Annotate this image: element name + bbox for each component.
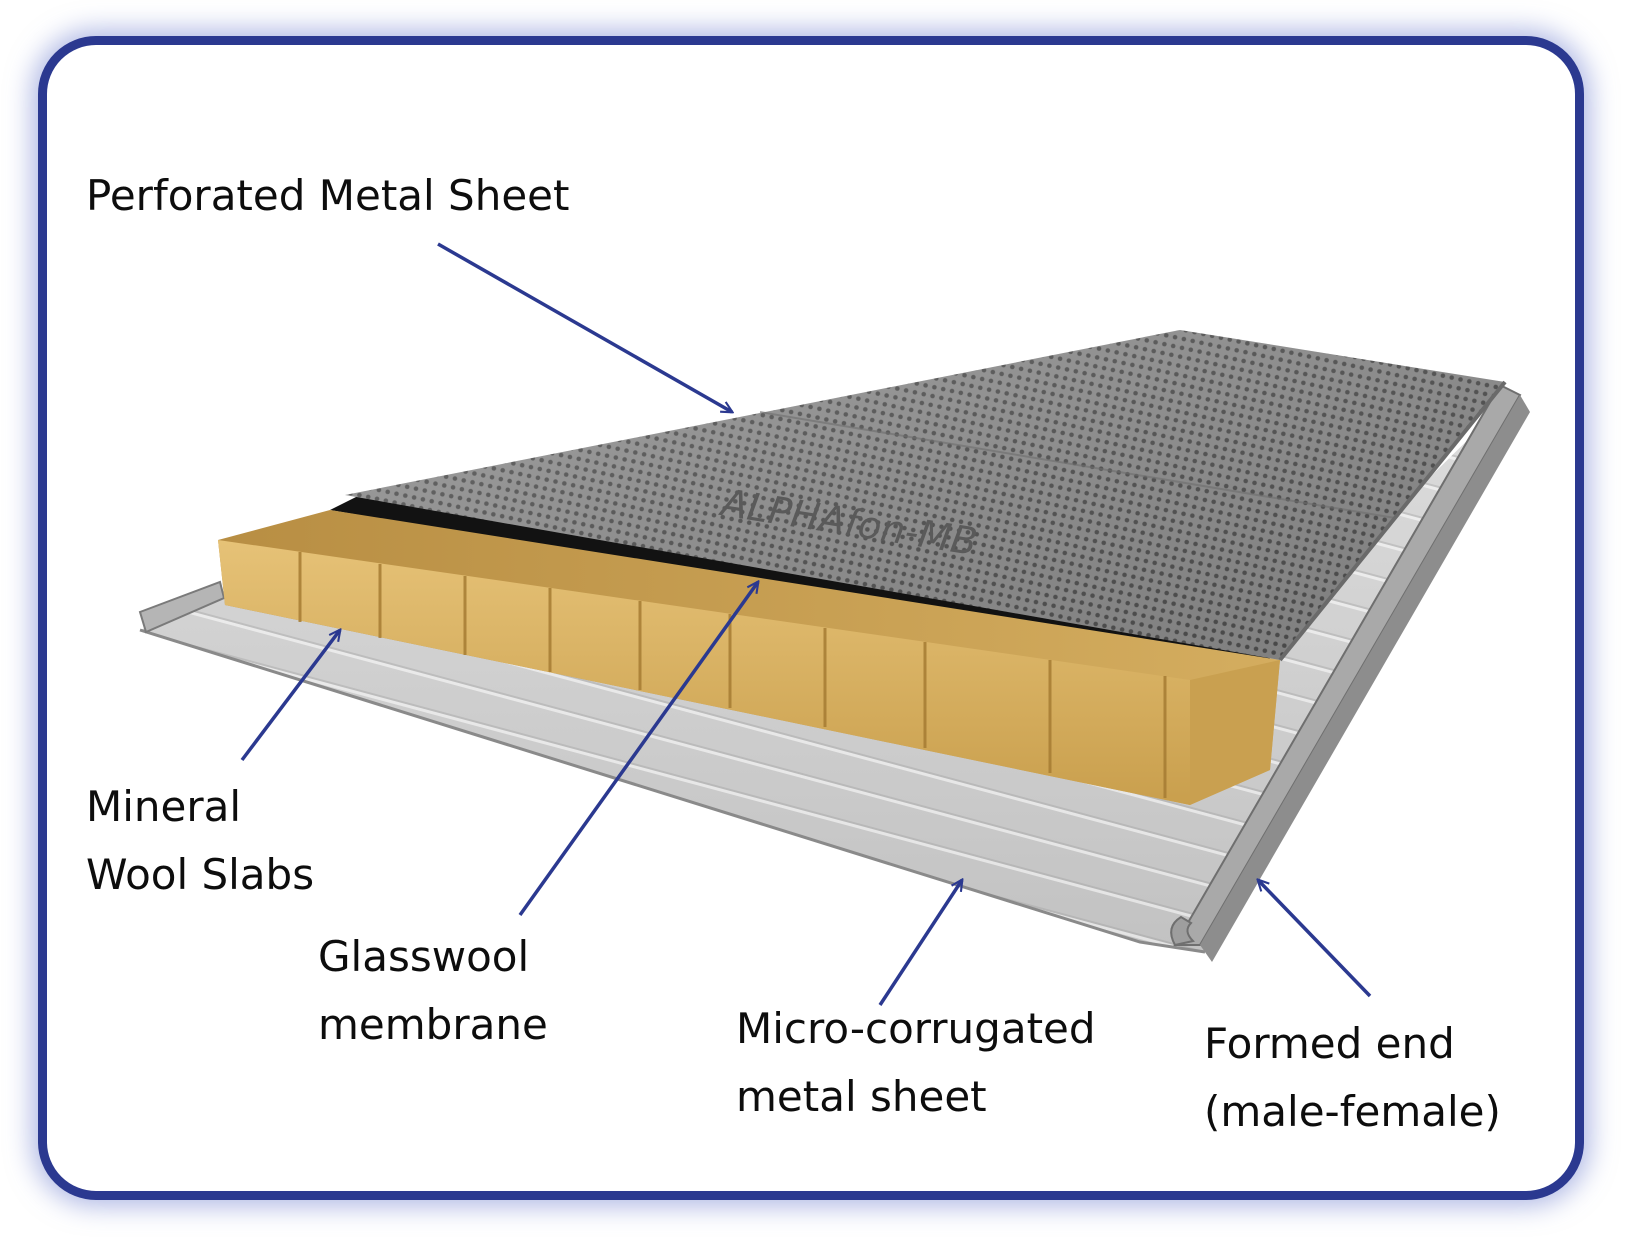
label-formed-end: Formed end (male-female) — [1204, 1010, 1501, 1146]
arrow-formed-end — [1258, 880, 1372, 998]
label-perforated-metal-sheet: Perforated Metal Sheet — [86, 162, 569, 230]
formed-end-rail — [1170, 383, 1530, 962]
arrow-perforated-sheet — [437, 242, 732, 414]
label-line: Micro-corrugated — [736, 1004, 1096, 1053]
arrow-micro-corrugated — [878, 880, 962, 1006]
arrow-glasswool — [518, 582, 758, 917]
arrow-mineral-wool — [240, 630, 340, 762]
label-micro-corrugated-sheet: Micro-corrugated metal sheet — [736, 995, 1096, 1131]
label-line: metal sheet — [736, 1072, 987, 1121]
label-line: Formed end — [1204, 1019, 1455, 1068]
formed-end-left — [138, 580, 226, 634]
mineral-wool-slabs — [218, 510, 1280, 805]
label-mineral-wool-slabs: Mineral Wool Slabs — [86, 773, 314, 909]
label-line: Glasswool — [318, 932, 530, 981]
label-glasswool-membrane: Glasswool membrane — [318, 923, 548, 1059]
label-line: membrane — [318, 1000, 548, 1049]
perforated-metal-sheet: ALPHAfon-MB — [345, 330, 1507, 662]
callout-arrows — [240, 242, 1372, 1006]
label-line: (male-female) — [1204, 1087, 1501, 1136]
label-line: Mineral — [86, 782, 242, 831]
label-line: Perforated Metal Sheet — [86, 171, 570, 220]
label-line: Wool Slabs — [86, 850, 315, 899]
